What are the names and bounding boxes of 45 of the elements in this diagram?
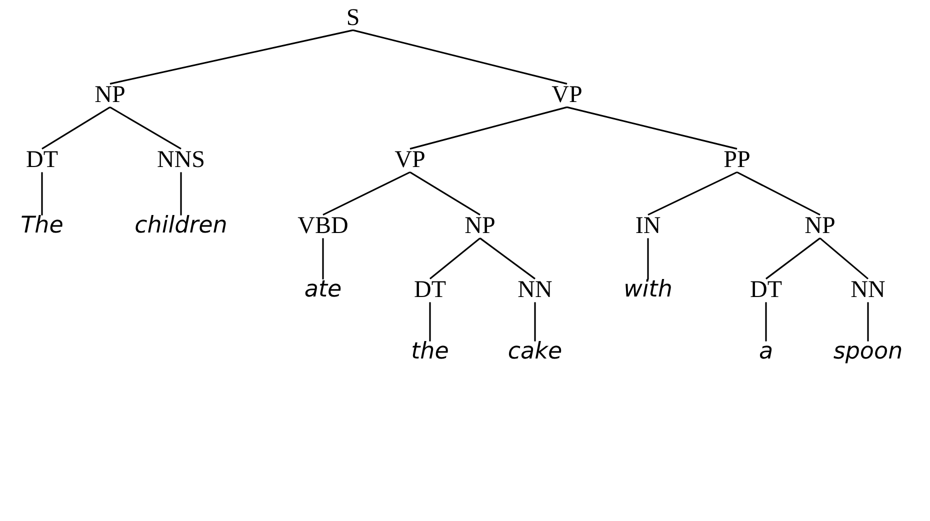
word-label: with	[622, 277, 674, 303]
category-label: NP	[94, 82, 126, 108]
tree-branch-line	[410, 106, 568, 150]
word-label: The	[20, 213, 64, 239]
tree-branch-line	[352, 29, 568, 85]
tree-branch-line	[429, 302, 431, 342]
tree-branch-line	[534, 302, 536, 342]
tree-branch-line	[765, 302, 767, 342]
word-label: the	[410, 339, 450, 365]
word-label: ate	[303, 277, 343, 303]
category-label: NNS	[156, 146, 206, 174]
tree-branch-line	[110, 29, 354, 85]
category-label: NP	[464, 212, 496, 240]
tree-branch-line	[430, 238, 480, 280]
category-label: DT	[25, 146, 59, 174]
category-label: PP	[722, 146, 752, 174]
category-label: IN	[634, 212, 662, 240]
category-label: NP	[804, 212, 836, 240]
tree-branch-line	[322, 238, 324, 280]
tree-branch-line	[648, 171, 738, 216]
word-label: cake	[506, 339, 564, 365]
category-label: DT	[749, 276, 783, 304]
word-label: children	[134, 213, 228, 239]
tree-branch-line	[322, 171, 410, 216]
tree-branch-line	[41, 172, 43, 216]
category-label: VP	[550, 82, 584, 108]
tree-branch-line	[42, 106, 110, 150]
category-label: S	[345, 4, 361, 32]
tree-branch-line	[766, 238, 820, 280]
tree-branch-line	[736, 171, 820, 216]
tree-branch-line	[867, 302, 869, 342]
tree-branch-line	[647, 238, 649, 280]
category-label: NN	[850, 276, 886, 304]
word-label: a	[758, 339, 774, 365]
tree-branch-line	[819, 238, 869, 280]
tree-branch-line	[480, 238, 536, 280]
word-label: spoon	[832, 339, 904, 365]
category-label: VP	[394, 146, 426, 174]
category-label: NN	[516, 276, 554, 304]
category-label: DT	[413, 276, 447, 304]
tree-branch-line	[566, 106, 738, 150]
tree-branch-line	[410, 172, 480, 216]
tree-branch-line	[110, 106, 182, 150]
category-label: VBD	[296, 212, 350, 240]
tree-branch-line	[180, 172, 182, 216]
